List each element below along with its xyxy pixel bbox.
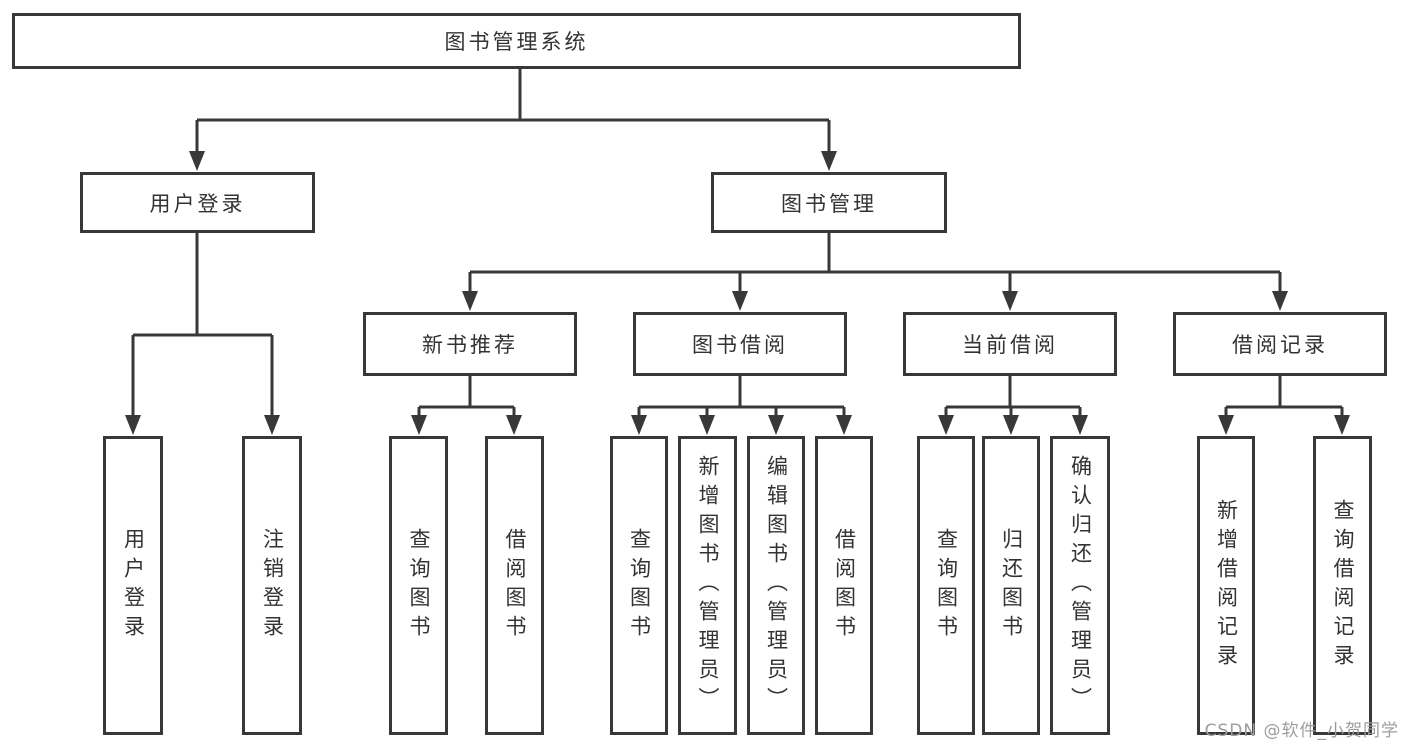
arrow-icon — [1218, 415, 1234, 435]
connector-newbook-leaves — [417, 376, 516, 417]
connector-bookborrow-leaves — [637, 376, 846, 417]
connector-root-level2 — [195, 69, 831, 153]
connector-currentborrow-leaves — [944, 376, 1082, 417]
leaf-query-books-borrow-label: 查询图书 — [627, 527, 652, 644]
leaf-query-books-current-label: 查询图书 — [934, 527, 959, 644]
leaf-query-books-recommend-label: 查询图书 — [407, 527, 431, 644]
leaf-edit-books-admin-label: 编辑图书（管理员） — [764, 455, 789, 716]
connector-userlogin-leaves — [131, 233, 274, 417]
leaf-query-books-borrow: 查询图书 — [610, 436, 668, 735]
leaf-borrow-books-recommend-label: 借阅图书 — [503, 527, 527, 644]
leaf-return-books-label: 归还图书 — [999, 527, 1024, 644]
arrow-icon — [506, 415, 522, 435]
leaf-query-books-current: 查询图书 — [917, 436, 975, 735]
leaf-borrow-books: 借阅图书 — [815, 436, 873, 735]
leaf-logout-label: 注销登录 — [260, 527, 285, 644]
leaf-query-borrow-record-label: 查询借阅记录 — [1331, 498, 1355, 673]
arrow-icon — [411, 415, 427, 435]
node-current-borrow-label: 当前借阅 — [962, 333, 1058, 357]
node-book-borrow: 图书借阅 — [633, 312, 847, 376]
node-user-login-label: 用户登录 — [149, 191, 246, 216]
leaf-query-books-recommend: 查询图书 — [389, 436, 448, 735]
arrow-icon — [821, 151, 837, 171]
arrow-icon — [768, 415, 784, 435]
node-root: 图书管理系统 — [12, 13, 1021, 69]
leaf-add-books-admin: 新增图书（管理员） — [678, 436, 737, 735]
node-book-management-label: 图书管理 — [781, 191, 877, 216]
leaf-edit-books-admin: 编辑图书（管理员） — [747, 436, 805, 735]
arrow-icon — [1072, 415, 1088, 435]
leaf-borrow-books-label: 借阅图书 — [832, 527, 857, 644]
arrow-icon — [462, 291, 478, 311]
leaf-logout: 注销登录 — [242, 436, 302, 735]
arrow-icon — [125, 415, 141, 435]
arrow-icon — [938, 415, 954, 435]
node-new-book-recommend: 新书推荐 — [363, 312, 577, 376]
node-book-borrow-label: 图书借阅 — [692, 333, 788, 357]
leaf-user-login: 用户登录 — [103, 436, 163, 735]
leaf-user-login-label: 用户登录 — [121, 527, 146, 644]
node-current-borrow: 当前借阅 — [903, 312, 1117, 376]
leaf-borrow-books-recommend: 借阅图书 — [485, 436, 544, 735]
leaf-add-borrow-record: 新增借阅记录 — [1197, 436, 1255, 735]
arrow-icon — [189, 151, 205, 171]
leaf-query-borrow-record: 查询借阅记录 — [1313, 436, 1372, 735]
arrow-icon — [699, 415, 715, 435]
connector-records-leaves — [1224, 376, 1344, 417]
watermark: CSDN @软件_小贺同学 — [1204, 721, 1399, 741]
arrow-icon — [732, 291, 748, 311]
arrow-icon — [264, 415, 280, 435]
arrow-icon — [1272, 291, 1288, 311]
connector-bookmgmt-level3 — [468, 233, 1282, 293]
arrow-icon — [1002, 291, 1018, 311]
leaf-confirm-return-admin: 确认归还（管理员） — [1050, 436, 1110, 735]
arrow-icon — [1334, 415, 1350, 435]
node-borrow-records: 借阅记录 — [1173, 312, 1387, 376]
arrow-icon — [1003, 415, 1019, 435]
leaf-confirm-return-admin-label: 确认归还（管理员） — [1068, 455, 1093, 716]
arrow-icon — [836, 415, 852, 435]
leaf-return-books: 归还图书 — [982, 436, 1040, 735]
node-user-login: 用户登录 — [80, 172, 315, 233]
node-root-label: 图书管理系统 — [444, 30, 589, 54]
node-new-book-recommend-label: 新书推荐 — [422, 333, 518, 357]
leaf-add-books-admin-label: 新增图书（管理员） — [696, 455, 720, 716]
leaf-add-borrow-record-label: 新增借阅记录 — [1214, 498, 1239, 673]
node-borrow-records-label: 借阅记录 — [1232, 333, 1328, 357]
node-book-management: 图书管理 — [711, 172, 947, 233]
arrow-icon — [631, 415, 647, 435]
